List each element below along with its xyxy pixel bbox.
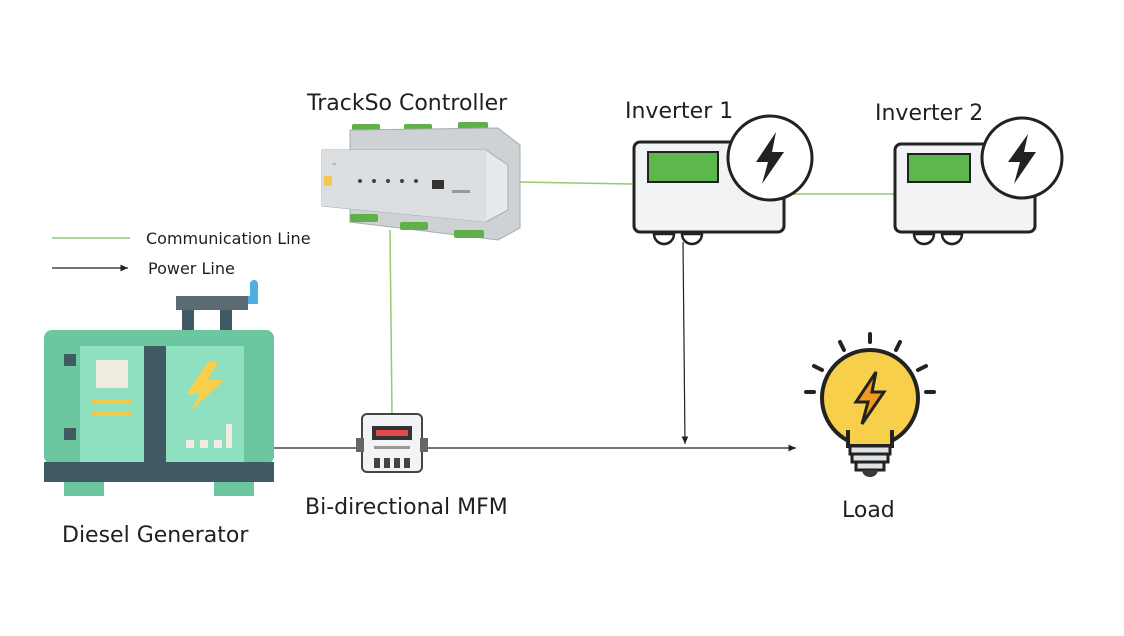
load: Load (804, 332, 936, 523)
meter: Bi-directional MFM (305, 413, 508, 520)
controller-label: TrackSo Controller (306, 91, 508, 116)
energy-meter-icon (356, 413, 428, 473)
comm-line-controller-meter (389, 229, 393, 415)
light-bulb-icon (804, 332, 936, 477)
inverter-1-label: Inverter 1 (625, 99, 733, 124)
legend-power-label: Power Line (148, 259, 235, 278)
din-rail-controller-icon: ~ (321, 122, 521, 241)
inverter-lightning-icon (632, 114, 814, 246)
inverter-2: Inverter 2 (875, 101, 1064, 246)
generator-label: Diesel Generator (62, 523, 249, 548)
legend-communication-label: Communication Line (146, 229, 311, 248)
svg-text:~: ~ (332, 161, 337, 168)
meter-label: Bi-directional MFM (305, 495, 508, 520)
connections (274, 181, 896, 452)
inverter-2-label: Inverter 2 (875, 101, 983, 126)
power-line-inverter1-bus (681, 241, 689, 445)
legend: Communication Line Power Line (52, 229, 311, 278)
inverter-lightning-icon (893, 116, 1064, 246)
diesel-generator-icon (44, 280, 274, 496)
load-label: Load (842, 498, 895, 523)
controller: TrackSo Controller ~ (306, 91, 521, 241)
inverter-1: Inverter 1 (625, 99, 814, 246)
generator: Diesel Generator (44, 280, 274, 548)
comm-line-controller-inverter1 (517, 181, 633, 185)
